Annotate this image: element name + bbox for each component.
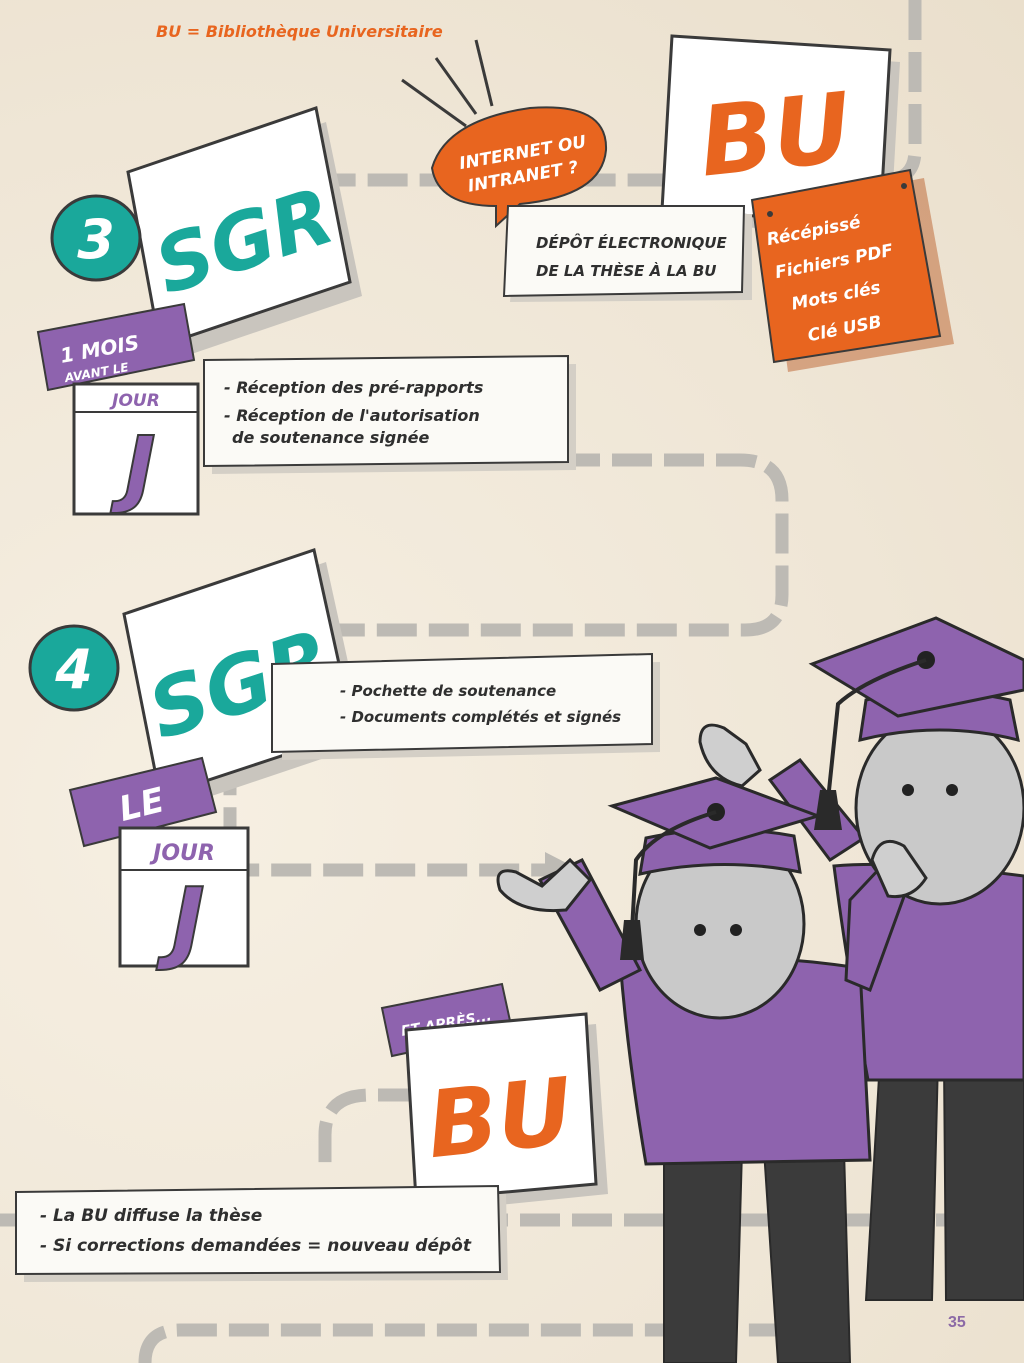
shout-lines — [401, 39, 494, 128]
page-number: 35 — [948, 1314, 966, 1331]
internet-bubble: INTERNET OU INTRANET ? — [430, 106, 608, 229]
step4-calendar-month: JOUR — [149, 841, 215, 866]
step3-note-2: - Réception de l'autorisation — [224, 406, 480, 425]
bu-block: BU — [660, 34, 900, 238]
after-note-2: - Si corrections demandées = nouveau dép… — [40, 1236, 471, 1256]
step4-calendar: JOUR J — [118, 826, 250, 975]
step3-number: 3 — [77, 208, 115, 271]
after-bu-block: BU — [404, 1012, 608, 1212]
step3-block: SGR — [126, 106, 362, 360]
step4-note-1: - Pochette de soutenance — [340, 682, 557, 700]
step4-timing-tag: LE — [68, 756, 218, 848]
graduate-front — [496, 776, 928, 1363]
caption-line-1: DÉPÔT ÉLECTRONIQUE — [536, 232, 728, 252]
graduate-back — [698, 616, 1024, 1301]
bu-definition: BU = Bibliothèque Universitaire — [156, 22, 443, 41]
caption-line-2: DE LA THÈSE À LA BU — [536, 261, 716, 280]
step4-note-2: - Documents complétés et signés — [340, 708, 622, 726]
step3-note-1: - Réception des pré-rapports — [224, 378, 484, 397]
step4-number: 4 — [54, 638, 93, 701]
step3-number-badge: 3 — [50, 194, 142, 282]
after-note-1: - La BU diffuse la thèse — [40, 1206, 263, 1226]
step4-notes-box — [271, 652, 660, 760]
step3-note-3: de soutenance signée — [232, 428, 430, 447]
after-notes-box — [15, 1184, 508, 1282]
step4-number-badge: 4 — [28, 624, 120, 712]
after-bu-label: BU — [422, 1058, 577, 1180]
deposit-caption-box: DÉPÔT ÉLECTRONIQUE DE LA THÈSE À LA BU — [502, 205, 752, 302]
step3-calendar-month: JOUR — [109, 391, 160, 411]
step3-calendar: JOUR J — [72, 382, 200, 517]
step3-timing-tag: 1 MOIS AVANT LE — [36, 302, 196, 392]
bu-label: BU — [694, 71, 856, 198]
step3-notes-box — [203, 354, 576, 474]
checklist-note: Récépissé Fichiers PDF Mots clés Clé USB — [750, 168, 954, 372]
